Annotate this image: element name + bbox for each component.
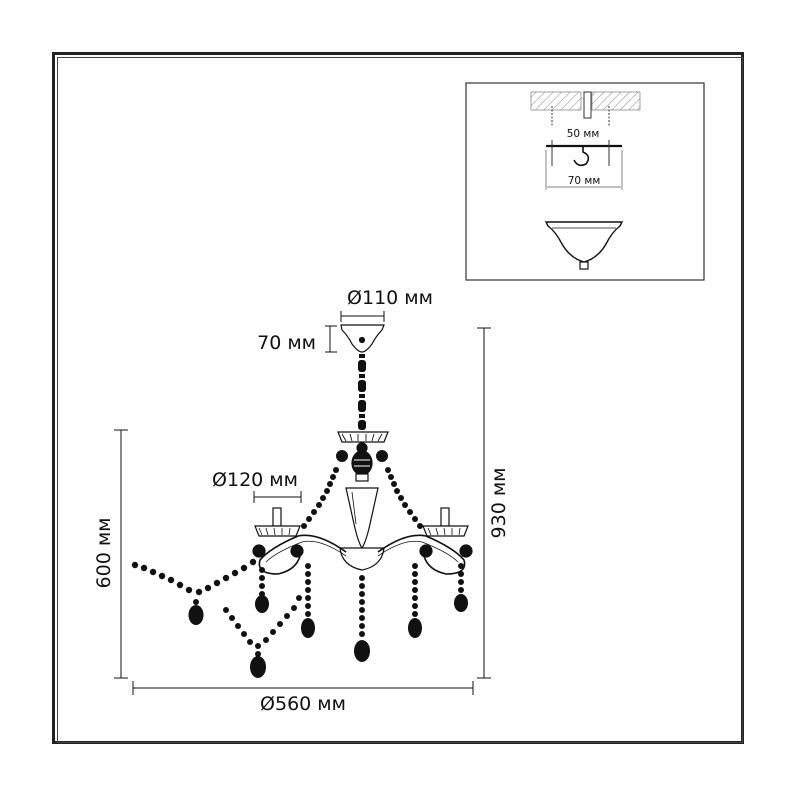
drop-center [354,640,370,662]
drop-right-cup [454,594,468,612]
drop-left-mid [301,618,315,638]
canopy-screw [358,336,366,344]
ceiling-right [591,91,641,111]
total-diameter-label: Ø560 мм [260,693,346,715]
drop-left-far [188,605,204,625]
canopy-nipple [579,261,589,270]
top-height-label: 70 мм [257,332,316,354]
drop-bottom-left [250,656,266,678]
ceiling-bolt [583,91,592,119]
right-arm [377,534,466,575]
drop-left-cup [255,595,269,613]
left-candle [272,507,282,527]
hook-icon [573,146,590,167]
screw-spacing-label: 50 мм [567,128,600,140]
upper-urn [351,450,373,476]
plate-width-label: 70 мм [568,175,601,187]
right-bobeche [422,525,469,537]
top-diameter-label: Ø110 мм [347,287,433,309]
dimensions: Ø110 мм 70 мм Ø120 мм 930 мм 600 мм Ø560… [93,287,510,715]
chandelier [252,324,473,575]
drop-right-mid [408,618,422,638]
bead-strands [131,450,468,678]
urn-collar [355,473,369,482]
ceiling-left [530,91,582,111]
left-arm [258,534,347,575]
body-height-label: 600 мм [93,518,115,589]
cup-diameter-label: Ø120 мм [212,469,298,491]
total-height-label: 930 мм [488,468,510,539]
chain [358,354,366,430]
central-bowl [339,547,385,571]
inner-frame [57,57,743,743]
mount-inset: 50 мм 70 мм [465,82,705,281]
central-stem [345,487,379,550]
right-candle [440,507,450,527]
